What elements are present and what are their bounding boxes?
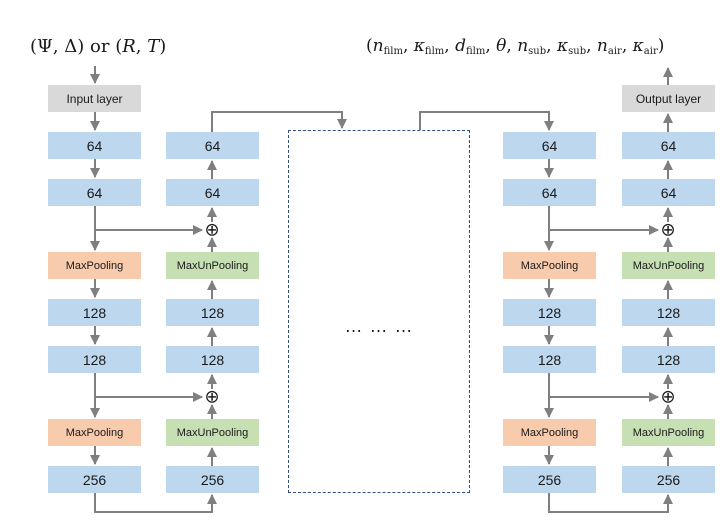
right-encoder-maxpooling-2: MaxPooling — [503, 419, 596, 446]
right-encoder-256: 256 — [503, 466, 596, 493]
right-decoder-128-a: 128 — [622, 299, 715, 326]
left-decoder-64-a: 64 — [166, 132, 259, 159]
left-decoder-maxunpooling-2: MaxUnPooling — [166, 419, 259, 446]
add-operation-left-2: ⊕ — [204, 387, 219, 408]
left-encoder-64-b: 64 — [48, 179, 141, 206]
omitted-layers-box — [288, 130, 470, 493]
left-encoder-128-a: 128 — [48, 299, 141, 326]
ellipsis-text: … … … — [344, 316, 414, 336]
output-layer: Output layer — [622, 85, 715, 112]
right-decoder-128-b: 128 — [622, 346, 715, 373]
left-encoder-128-b: 128 — [48, 346, 141, 373]
left-encoder-64-a: 64 — [48, 132, 141, 159]
left-decoder-128-b: 128 — [166, 346, 259, 373]
left-encoder-maxpooling-2: MaxPooling — [48, 419, 141, 446]
left-decoder-128-a: 128 — [166, 299, 259, 326]
input-formula: (Ψ, Δ) or (R, T) — [30, 36, 167, 57]
right-decoder-256: 256 — [622, 466, 715, 493]
right-decoder-maxunpooling-1: MaxUnPooling — [622, 252, 715, 279]
right-decoder-maxunpooling-2: MaxUnPooling — [622, 419, 715, 446]
left-encoder-maxpooling-1: MaxPooling — [48, 252, 141, 279]
left-decoder-64-b: 64 — [166, 179, 259, 206]
input-layer: Input layer — [48, 85, 141, 112]
left-encoder-256: 256 — [48, 466, 141, 493]
add-operation-right-2: ⊕ — [660, 387, 675, 408]
left-decoder-maxunpooling-1: MaxUnPooling — [166, 252, 259, 279]
add-operation-right-1: ⊕ — [660, 220, 675, 241]
output-formula: (nfilm, κfilm, dfilm, θ, nsub, κsub, nai… — [366, 36, 665, 57]
left-decoder-256: 256 — [166, 466, 259, 493]
right-encoder-128-b: 128 — [503, 346, 596, 373]
right-decoder-64-a: 64 — [622, 132, 715, 159]
right-decoder-64-b: 64 — [622, 179, 715, 206]
right-encoder-128-a: 128 — [503, 299, 596, 326]
right-encoder-64-a: 64 — [503, 132, 596, 159]
add-operation-left-1: ⊕ — [204, 220, 219, 241]
right-encoder-64-b: 64 — [503, 179, 596, 206]
right-encoder-maxpooling-1: MaxPooling — [503, 252, 596, 279]
